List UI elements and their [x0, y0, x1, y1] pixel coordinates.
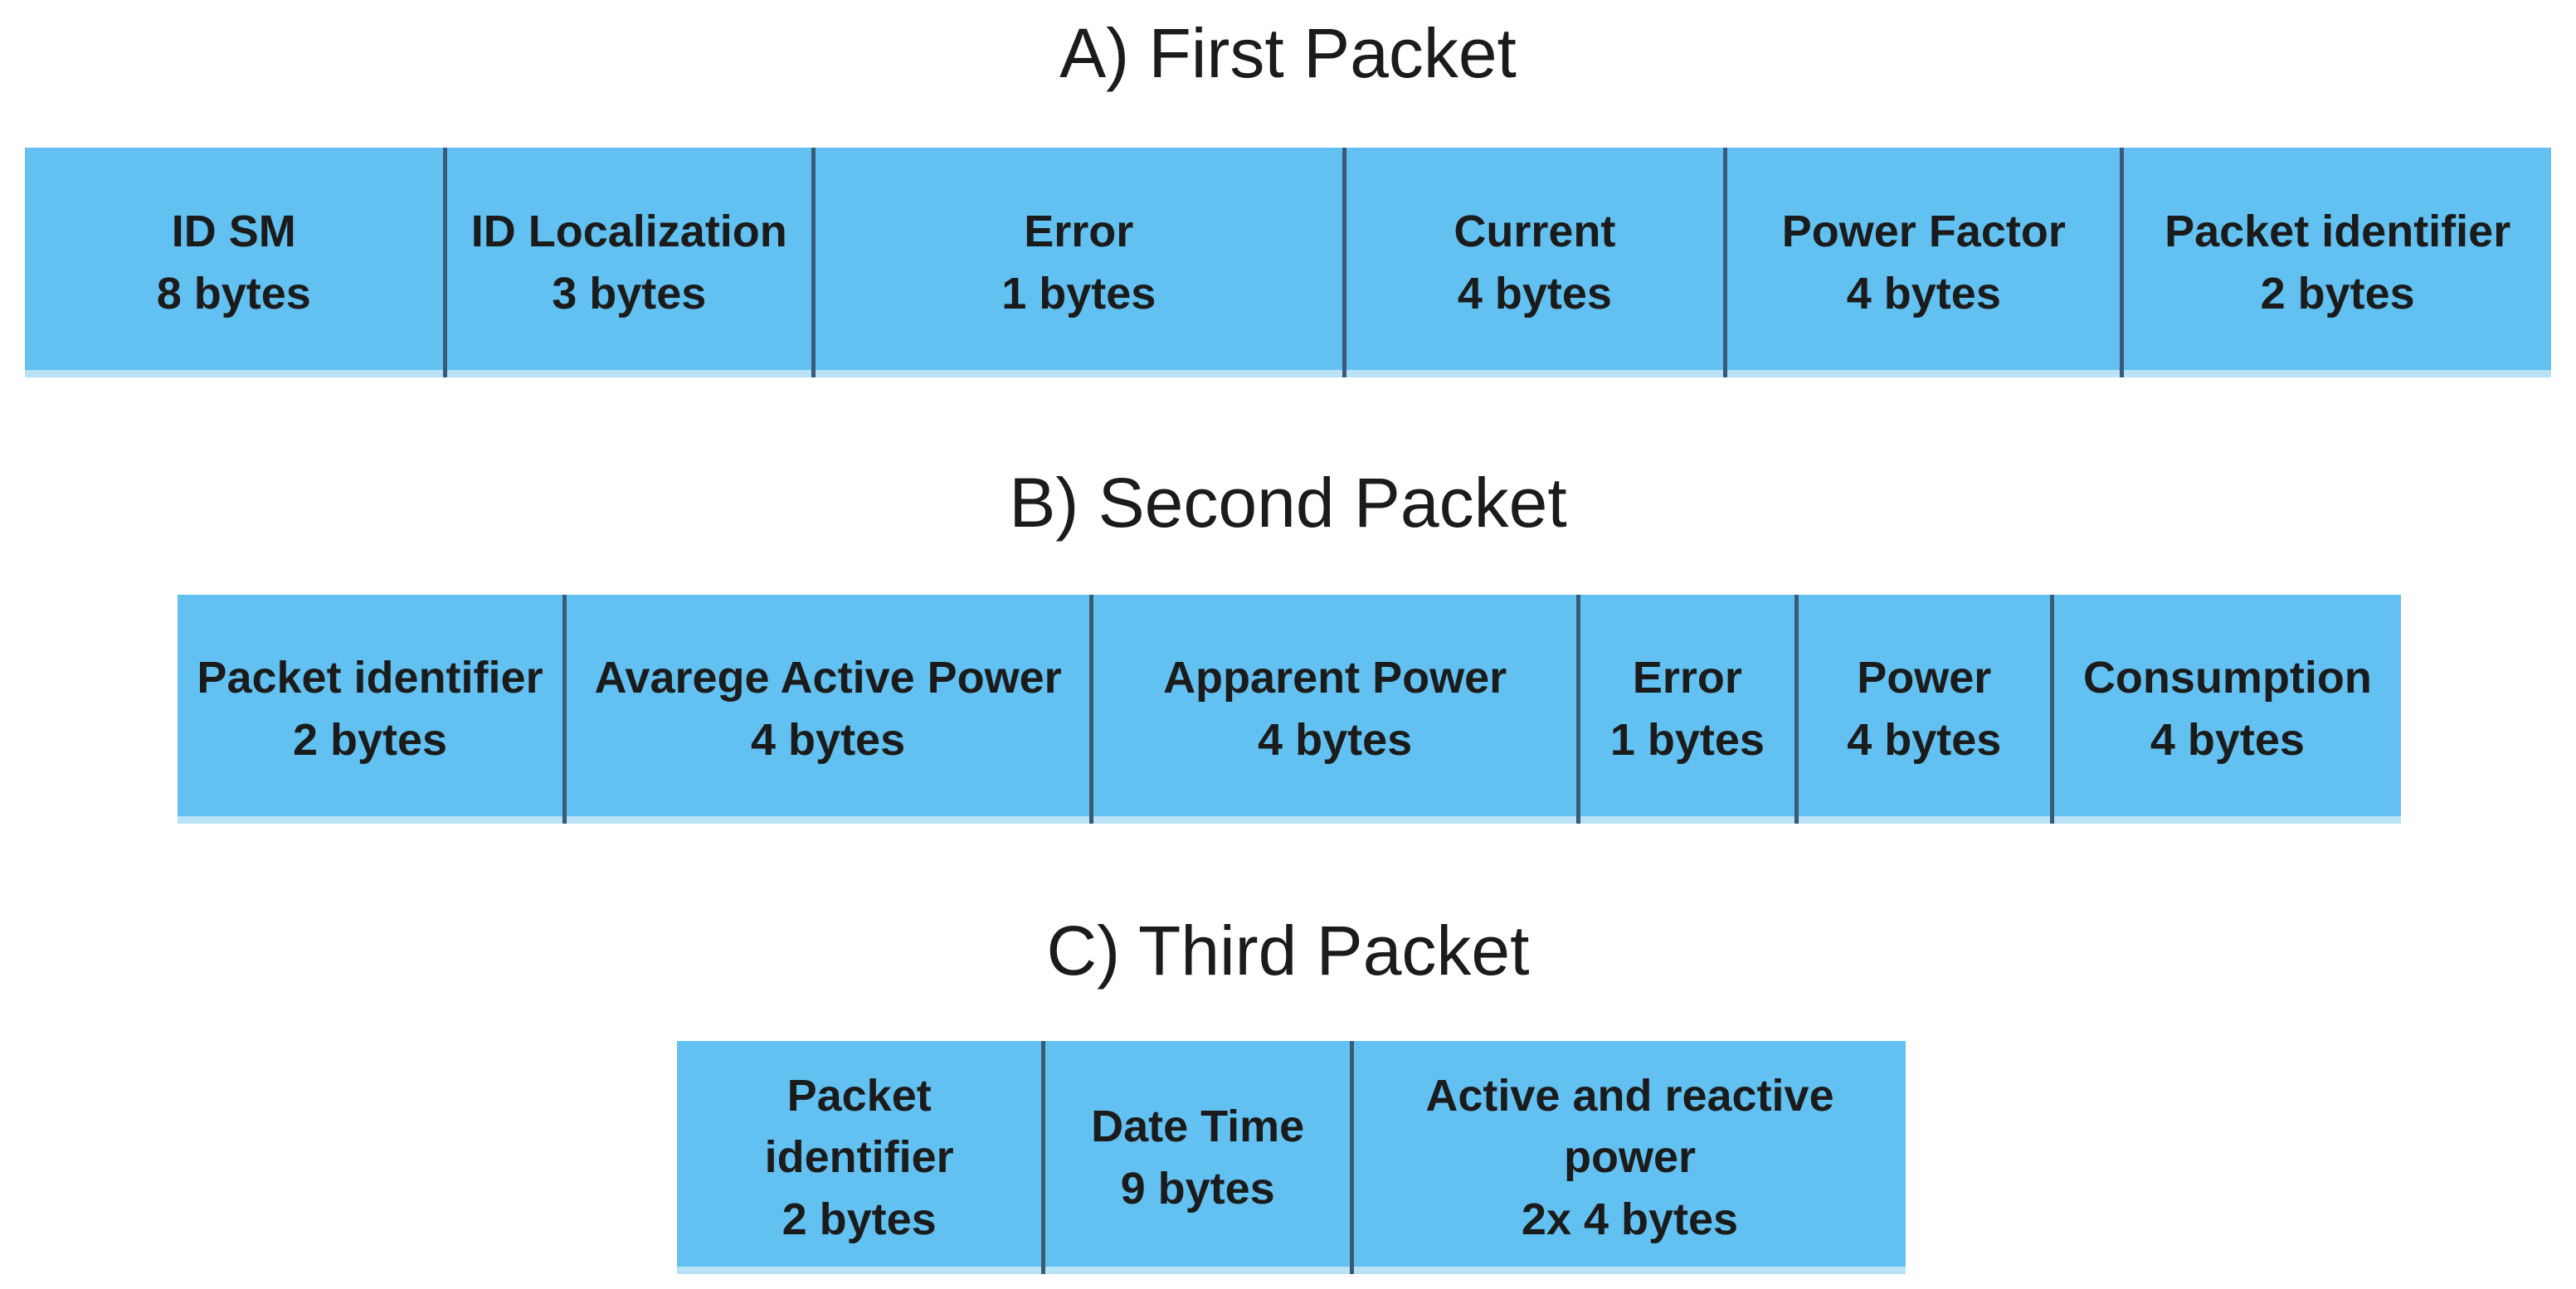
field-cell-error-a: Error 1 bytes: [816, 148, 1346, 377]
field-size: 3 bytes: [552, 268, 707, 319]
field-cell-average-active-power: Avarege Active Power 4 bytes: [567, 595, 1094, 824]
field-label: Consumption: [2082, 653, 2372, 703]
packet-c-row: Packet identifier 2 bytes Date Time 9 by…: [677, 1041, 1906, 1274]
field-label: Power Factor: [1781, 206, 2066, 256]
field-size: 2 bytes: [292, 715, 448, 765]
field-cell-active-reactive-power: Active and reactive power 2x 4 bytes: [1354, 1041, 1906, 1274]
field-cell-power-factor: Power Factor 4 bytes: [1727, 148, 2125, 377]
packet-a-row: ID SM 8 bytes ID Localization 3 bytes Er…: [25, 148, 2551, 377]
field-size: 2 bytes: [2260, 268, 2415, 319]
field-size: 9 bytes: [1120, 1163, 1275, 1214]
field-cell-packet-identifier-c: Packet identifier 2 bytes: [677, 1041, 1046, 1274]
field-label: ID SM: [171, 206, 296, 256]
field-size: 4 bytes: [1258, 715, 1413, 765]
field-size: 4 bytes: [751, 715, 906, 765]
field-label: Current: [1454, 206, 1616, 256]
field-label: Apparent Power: [1163, 653, 1507, 703]
field-size: 4 bytes: [1847, 715, 2002, 765]
field-size: 4 bytes: [1457, 268, 1612, 319]
field-label: ID Localization: [470, 206, 787, 256]
field-cell-id-sm: ID SM 8 bytes: [25, 148, 447, 377]
field-cell-apparent-power: Apparent Power 4 bytes: [1093, 595, 1581, 824]
field-label: Power: [1857, 653, 1992, 703]
field-cell-consumption: Consumption 4 bytes: [2053, 595, 2401, 824]
field-cell-power: Power 4 bytes: [1798, 595, 2054, 824]
field-label: Active and reactive power: [1425, 1070, 1834, 1183]
field-cell-packet-identifier-b: Packet identifier 2 bytes: [178, 595, 567, 824]
field-size: 4 bytes: [1846, 268, 2001, 319]
packet-b-title: B) Second Packet: [1009, 464, 1567, 542]
field-cell-id-localization: ID Localization 3 bytes: [446, 148, 816, 377]
field-cell-date-time: Date Time 9 bytes: [1045, 1041, 1355, 1274]
field-cell-error-b: Error 1 bytes: [1580, 595, 1799, 824]
field-cell-current: Current 4 bytes: [1346, 148, 1728, 377]
field-size: 2 bytes: [782, 1194, 937, 1244]
field-size: 4 bytes: [2150, 715, 2305, 765]
field-label: Avarege Active Power: [594, 653, 1062, 703]
field-label: Error: [1024, 206, 1134, 256]
packet-a-title: A) First Packet: [1059, 14, 1517, 92]
packet-c-title: C) Third Packet: [1046, 912, 1530, 990]
field-label: Date Time: [1091, 1101, 1305, 1151]
field-size: 1 bytes: [1609, 715, 1765, 765]
field-label: Packet identifier: [764, 1070, 954, 1183]
field-label: Error: [1632, 653, 1742, 703]
field-label: Packet identifier: [197, 653, 543, 703]
field-size: 1 bytes: [1001, 268, 1157, 319]
field-cell-packet-identifier-a: Packet identifier 2 bytes: [2124, 148, 2551, 377]
packet-b-row: Packet identifier 2 bytes Avarege Active…: [178, 595, 2401, 824]
field-size: 2x 4 bytes: [1521, 1194, 1739, 1244]
field-label: Packet identifier: [2165, 206, 2511, 256]
field-size: 8 bytes: [156, 268, 311, 319]
